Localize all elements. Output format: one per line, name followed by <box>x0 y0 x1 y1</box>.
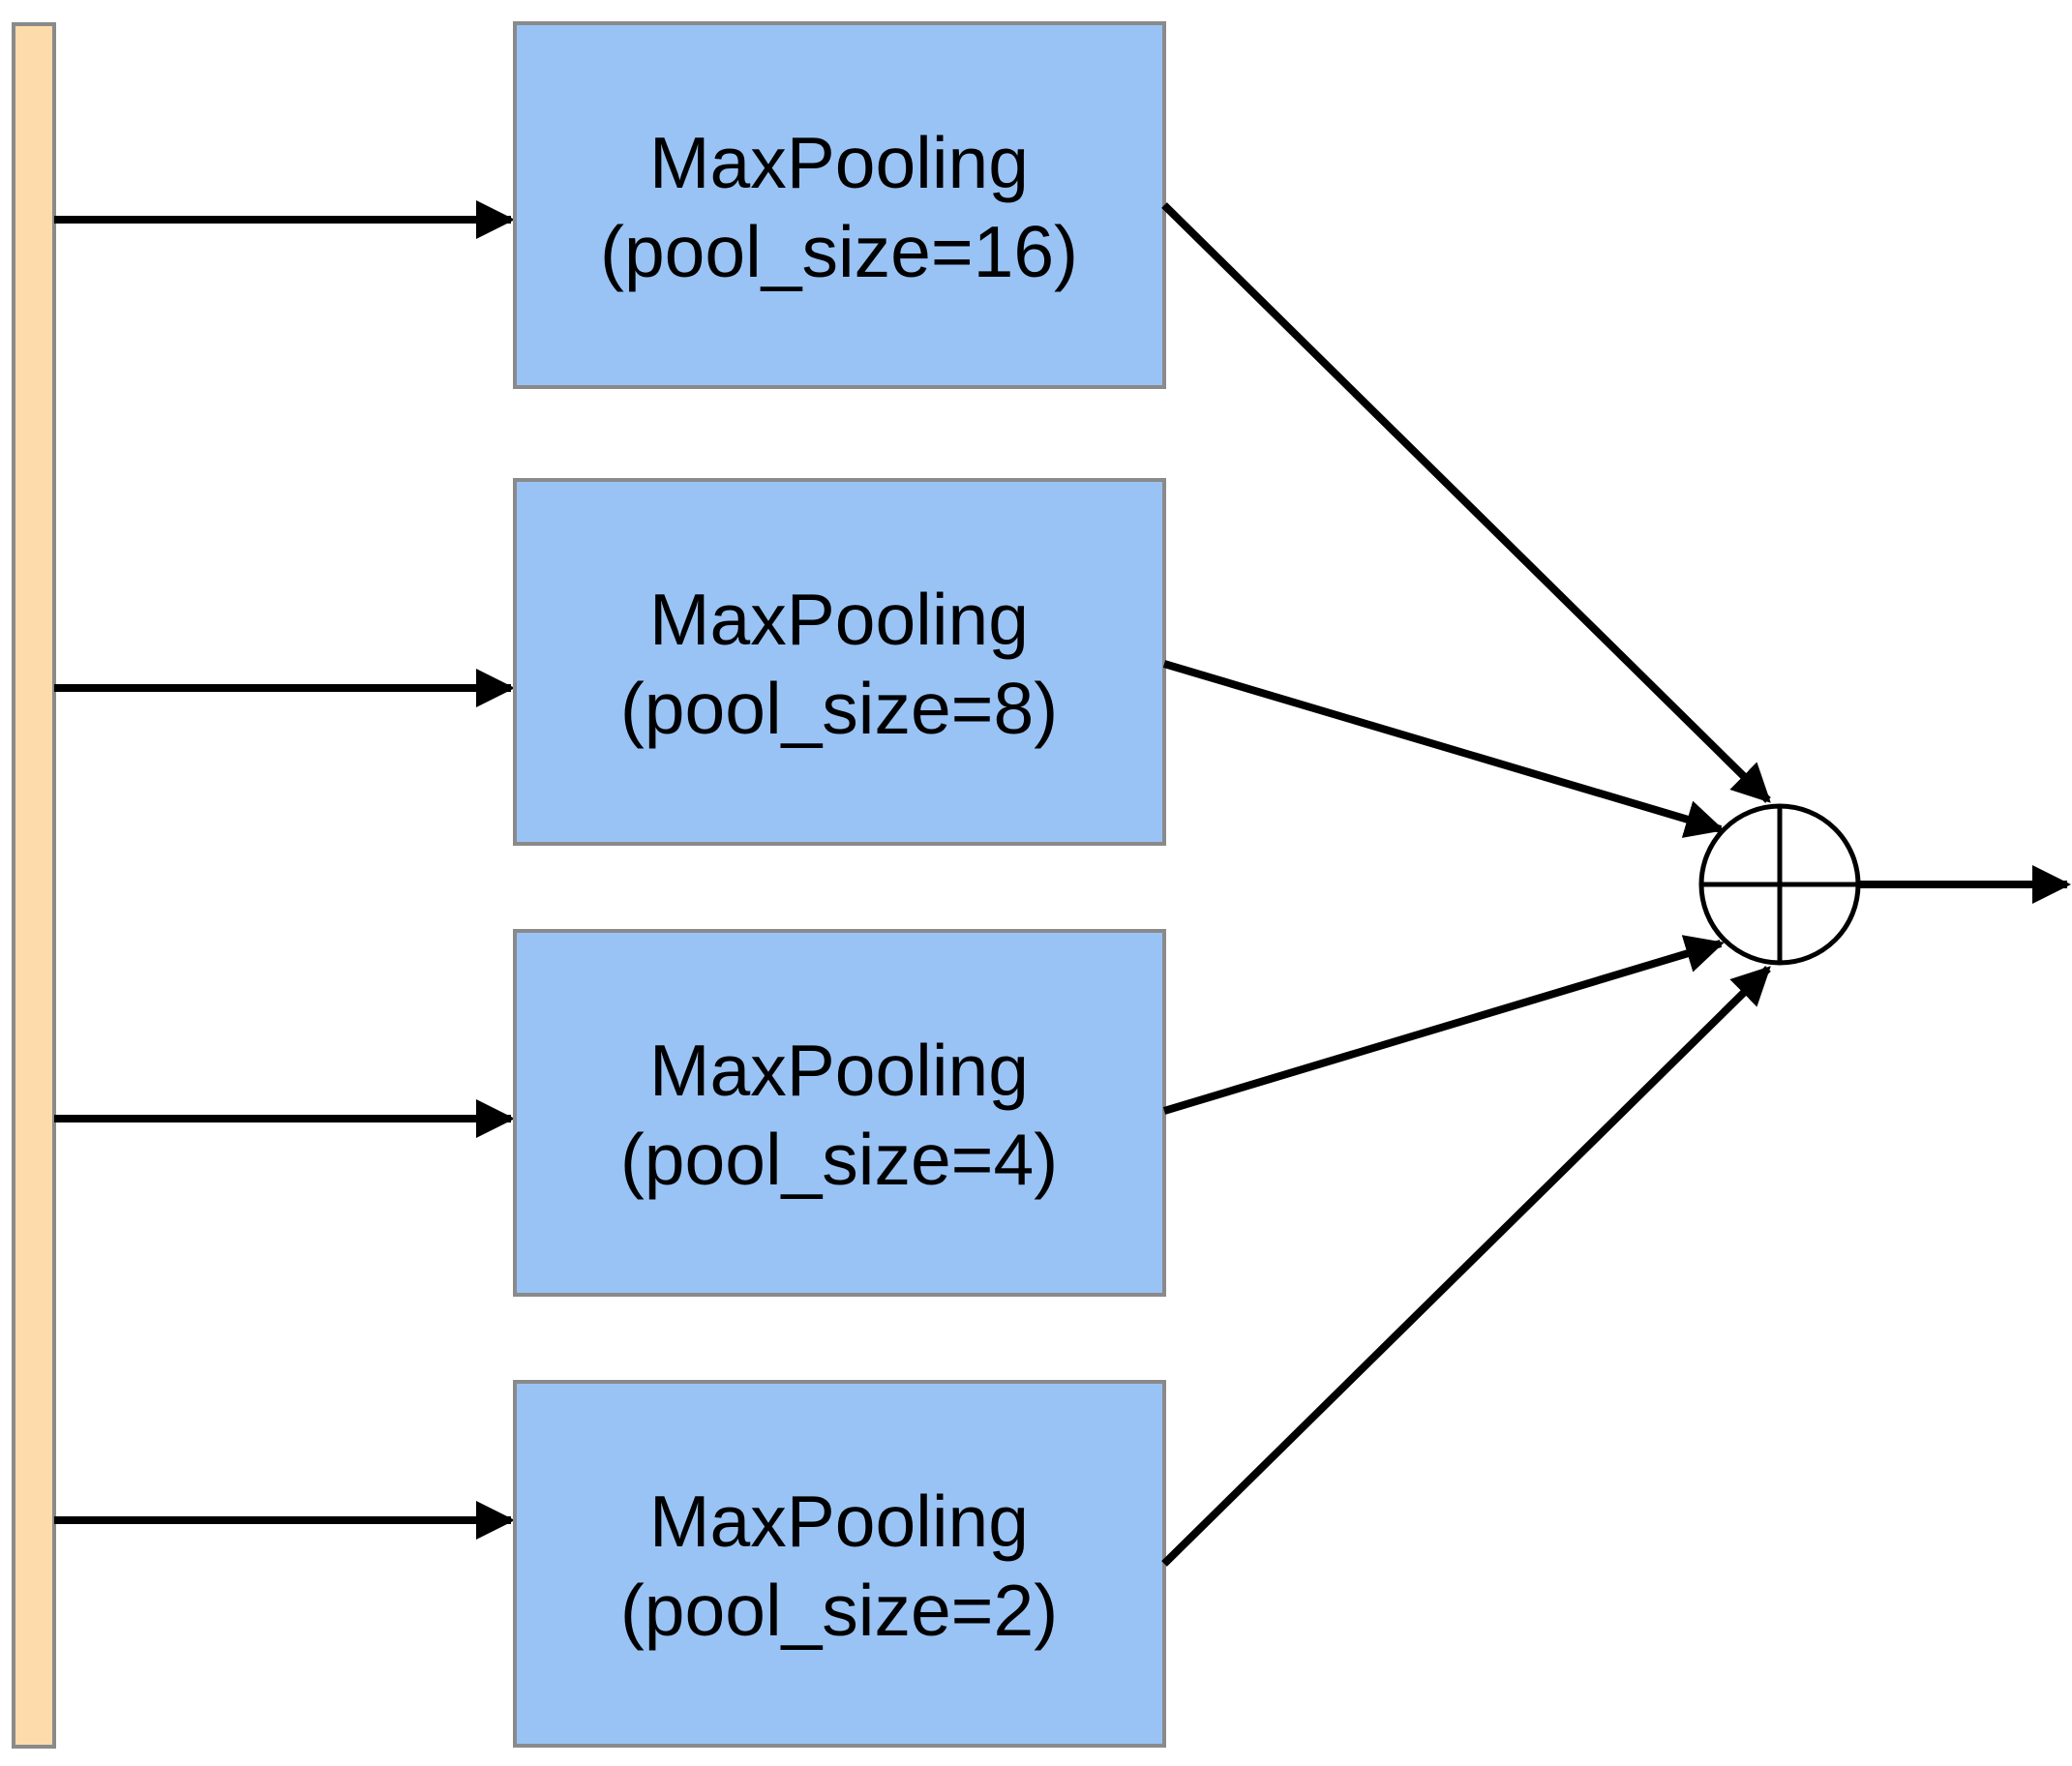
maxpooling-box-title: MaxPooling <box>649 579 1029 660</box>
input-feature-bar <box>12 22 56 1749</box>
input-arrows <box>54 200 515 1540</box>
box-8-to-sum-arrow <box>1162 660 1725 838</box>
maxpooling-box-16: MaxPooling (pool_size=16) <box>513 21 1166 389</box>
maxpooling-box-title: MaxPooling <box>649 1030 1029 1111</box>
maxpooling-box-8: MaxPooling (pool_size=8) <box>513 478 1166 846</box>
maxpooling-box-2: MaxPooling (pool_size=2) <box>513 1380 1166 1748</box>
box-2-to-sum-arrow <box>1161 966 1771 1567</box>
box-16-to-sum-arrow <box>1161 202 1771 803</box>
maxpooling-box-param: (pool_size=16) <box>600 211 1078 292</box>
sum-node-icon <box>1698 803 1861 966</box>
maxpooling-box-title: MaxPooling <box>649 1481 1029 1562</box>
maxpooling-box-param: (pool_size=4) <box>620 1119 1058 1200</box>
maxpooling-box-param: (pool_size=2) <box>620 1570 1058 1651</box>
maxpooling-box-title: MaxPooling <box>649 122 1029 203</box>
maxpooling-box-param: (pool_size=8) <box>620 668 1058 749</box>
maxpooling-box-4: MaxPooling (pool_size=4) <box>513 929 1166 1297</box>
output-arrows <box>1161 202 1771 1567</box>
box-4-to-sum-arrow <box>1162 935 1725 1115</box>
